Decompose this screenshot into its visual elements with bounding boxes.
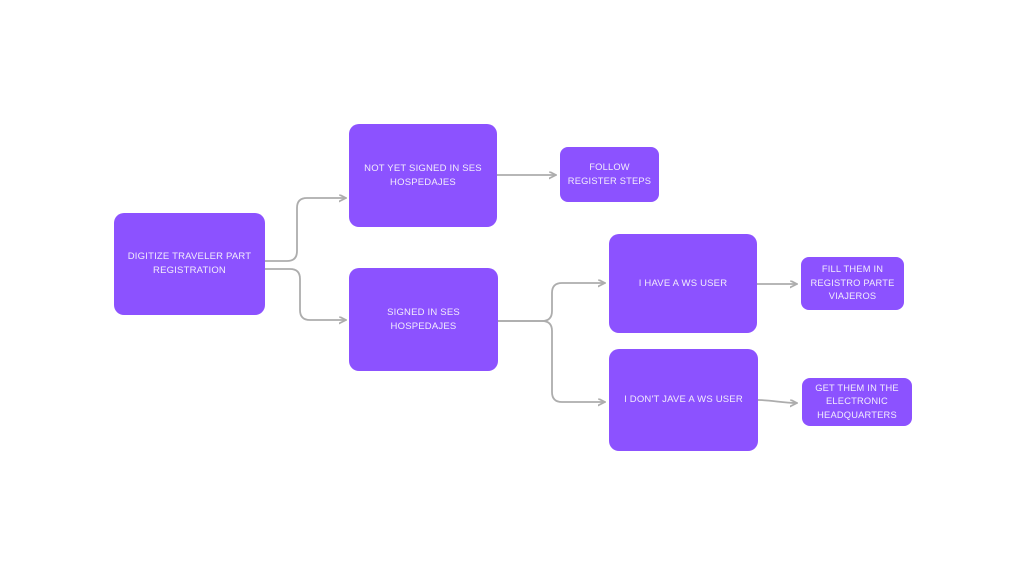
node-i-have-a-ws-user: I HAVE A WS USER [609,234,757,333]
connector-signed-to-no-ws-user [497,320,606,402]
node-follow-register-steps: FOLLOW REGISTER STEPS [560,147,659,202]
node-not-yet-signed-in-ses-hospedajes: NOT YET SIGNED IN SES HOSPEDAJES [349,124,497,227]
connector-root-to-signed [264,268,347,320]
connector-no-user-to-electronic-hq [757,399,798,403]
node-label: I HAVE A WS USER [638,277,728,289]
connector-signed-to-have-ws-user [497,283,606,322]
node-digitize-traveler-part-registration: DIGITIZE TRAVELER PART REGISTRATION [114,213,265,315]
node-get-them-in-the-electronic-headquarters: GET THEM IN THE ELECTRONIC HEADQUARTERS [802,378,912,426]
node-label: DIGITIZE TRAVELER PART REGISTRATION [127,251,252,276]
node-label: SIGNED IN SES HOSPEDAJES [387,306,460,332]
node-signed-in-ses-hospedajes: SIGNED IN SES HOSPEDAJES [349,268,498,371]
node-i-dont-jave-a-ws-user: I DON'T JAVE A WS USER [609,349,758,451]
node-label: FOLLOW REGISTER STEPS [567,162,652,186]
node-label: FILL THEM IN REGISTRO PARTE VIAJEROS [810,264,895,302]
connector-root-to-not-signed [264,198,347,262]
node-label: I DON'T JAVE A WS USER [624,394,743,406]
node-label: NOT YET SIGNED IN SES HOSPEDAJES [364,162,482,188]
node-label: GET THEM IN THE ELECTRONIC HEADQUARTERS [815,382,899,420]
node-fill-them-in-registro-parte-viajeros: FILL THEM IN REGISTRO PARTE VIAJEROS [801,257,904,310]
